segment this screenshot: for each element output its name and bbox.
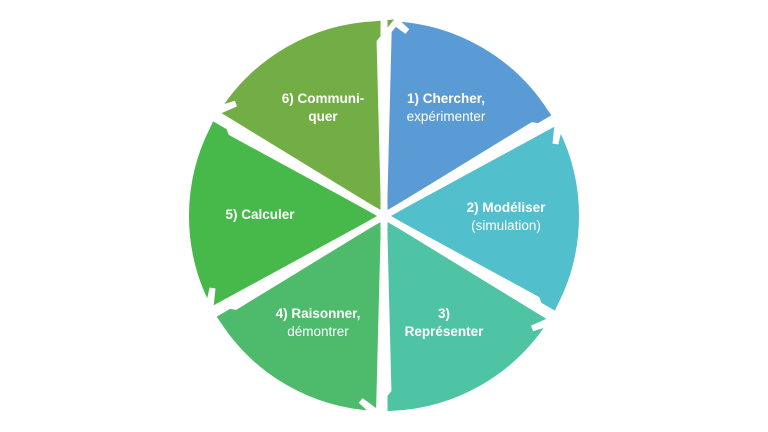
label-representer-line1: 3) [438,306,450,321]
divider-line [382,212,570,326]
label-raisonner-line1: 4) Raisonner, [276,306,361,321]
segment-modeliser [377,115,585,339]
labels-layer: 1) Chercher, expérimenter 2) Modéliser (sim… [225,91,546,339]
label-raisonner-line2: démontrer [287,324,349,339]
label-modeliser-line1: 2) Modéliser [467,200,547,215]
segment-raisonner [195,210,388,420]
label-communiquer-line2: quer [308,109,338,124]
label-chercher-line1: 1) Chercher, [407,91,485,106]
segment-representer [360,210,560,420]
divider-line [382,106,570,220]
label-representer-line2: Représenter [405,324,485,339]
segment-communiquer [208,12,408,222]
label-calculer-line1: 5) Calculer [225,207,295,222]
label-modeliser-line2: (simulation) [471,218,541,233]
label-chercher-line2: expérimenter [407,109,486,124]
label-communiquer-line1: 6) Communi- [282,91,365,106]
divider-line [198,212,386,326]
segments-layer [183,4,585,428]
segment-calculer [183,93,391,317]
divider-line [198,106,386,220]
